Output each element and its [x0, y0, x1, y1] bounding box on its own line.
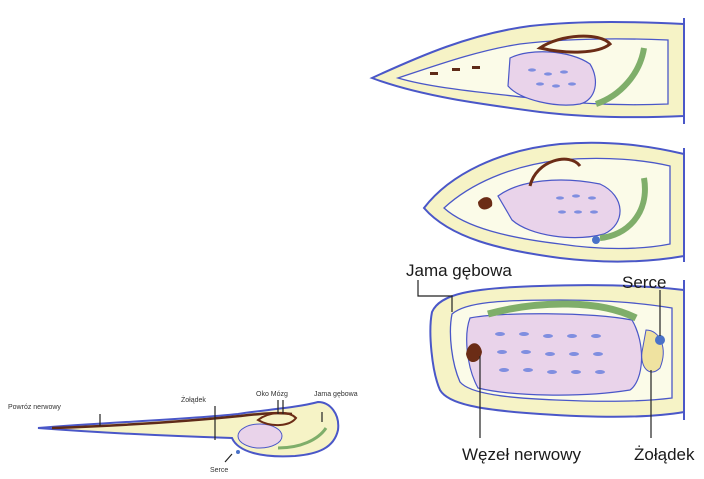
larva-tail — [38, 402, 338, 456]
label-nerve-ganglion: Węzeł nerwowy — [462, 445, 582, 464]
label-mouth-larva-text: Jama gębowa — [314, 391, 358, 398]
stage3-heart — [655, 335, 665, 345]
larva-heart-leader — [225, 454, 232, 462]
label-mouth: Jama gębowa — [406, 261, 512, 280]
label-nerve-cord-larva: Powróz nerwowy — [8, 404, 61, 411]
label-heart: Serce — [622, 273, 666, 292]
label-heart-larva: Serce — [210, 467, 228, 474]
label-stomach: Żołądek — [634, 445, 695, 464]
larva-heart — [236, 450, 240, 454]
label-mouth-larva: Jama gębowa — [314, 391, 358, 398]
stage2-heart — [592, 236, 600, 244]
larva-pharynx — [238, 424, 282, 448]
stage-1-drawing — [372, 18, 684, 124]
stage-3-drawing: Jama gębowa Serce Węzeł nerwowy Żołądek — [406, 261, 695, 464]
label-brain-larva: Oko Mózg — [256, 391, 288, 398]
larva-drawing: Powróz nerwowy Żołądek Oko Mózg Jama gęb… — [8, 391, 358, 474]
label-stomach-larva: Żołądek — [181, 395, 206, 404]
stage-2-drawing — [424, 143, 684, 262]
